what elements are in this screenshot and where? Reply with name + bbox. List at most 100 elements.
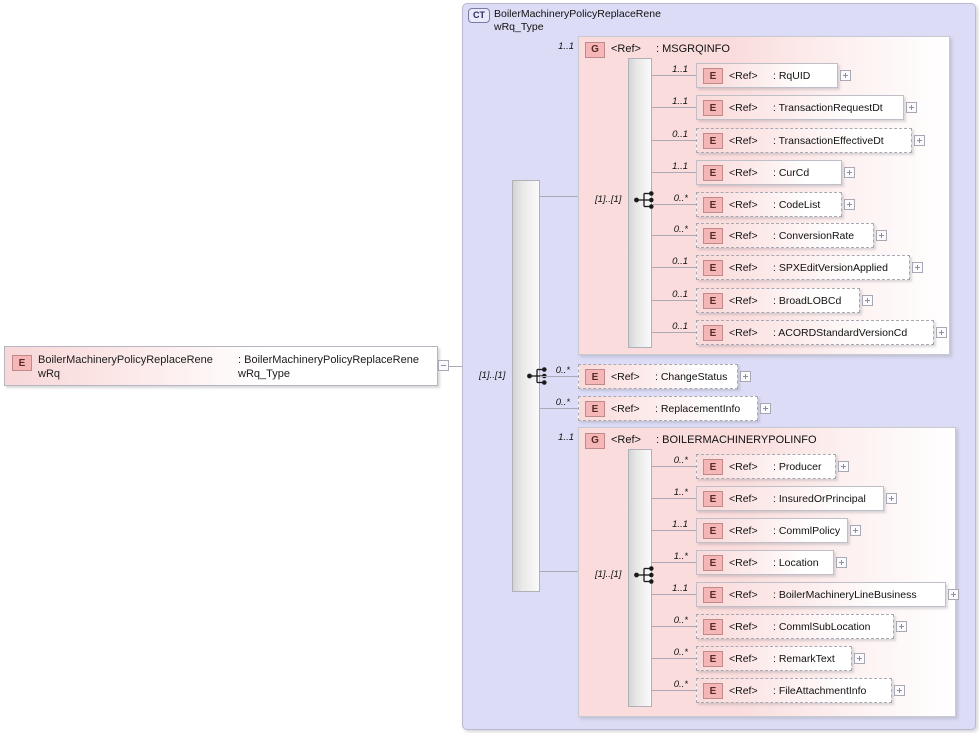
element-row[interactable]: E<Ref>: ConversionRate	[696, 223, 874, 248]
element-name-label: : BoilerMachineryLineBusiness	[773, 589, 917, 601]
element-row[interactable]: E<Ref>: BoilerMachineryLineBusiness	[696, 582, 946, 607]
element-row[interactable]: E<Ref>: TransactionEffectiveDt	[696, 128, 912, 153]
element-row[interactable]: E<Ref>: RemarkText	[696, 646, 852, 671]
group-ref-label: <Ref>	[611, 434, 641, 446]
element-expand-icon[interactable]	[760, 403, 771, 414]
element-cardinality: 0..*	[673, 224, 688, 235]
complextype-title: BoilerMachineryPolicyReplaceRene wRq_Typ…	[494, 8, 661, 33]
element-row[interactable]: E<Ref>: Producer	[696, 454, 836, 479]
element-type-icon: E	[703, 325, 723, 341]
root-collapse-icon[interactable]	[438, 360, 449, 371]
element-name-label: : ReplacementInfo	[655, 403, 741, 415]
element-cardinality: 0..1	[672, 256, 688, 267]
element-name-label: : RqUID	[773, 70, 811, 82]
element-cardinality: 1..1	[672, 161, 688, 172]
root-sequence-cardinality: [1]..[1]	[479, 370, 506, 381]
element-cardinality: 1..1	[672, 583, 688, 594]
element-row[interactable]: E<Ref>: ChangeStatus	[578, 364, 738, 389]
element-expand-icon[interactable]	[906, 102, 917, 113]
element-ref-label: <Ref>	[729, 327, 758, 339]
element-expand-icon[interactable]	[862, 295, 873, 306]
element-type-icon: E	[12, 355, 32, 371]
element-type-icon: E	[703, 491, 723, 507]
element-row[interactable]: E<Ref>: CurCd	[696, 160, 842, 185]
element-name-label: : RemarkText	[773, 653, 835, 665]
element-ref-label: <Ref>	[729, 557, 758, 569]
element-ref-label: <Ref>	[729, 461, 758, 473]
element-cardinality: 0..1	[672, 289, 688, 300]
main-branch-to-polinfo	[540, 571, 578, 572]
element-cardinality: 1..*	[673, 551, 688, 562]
element-ref-label: <Ref>	[729, 525, 758, 537]
element-expand-icon[interactable]	[914, 135, 925, 146]
element-type-icon: E	[703, 587, 723, 603]
element-row[interactable]: E<Ref>: CommlSubLocation	[696, 614, 894, 639]
element-expand-icon[interactable]	[844, 167, 855, 178]
branch-line	[652, 332, 696, 333]
element-expand-icon[interactable]	[740, 371, 751, 382]
main-sequence-compositor-icon	[527, 367, 547, 385]
element-row[interactable]: E<Ref>: CommlPolicy	[696, 518, 848, 543]
element-row[interactable]: E<Ref>: Location	[696, 550, 834, 575]
element-name-label: : ChangeStatus	[655, 371, 728, 383]
branch-line	[652, 267, 696, 268]
element-expand-icon[interactable]	[948, 589, 959, 600]
element-name-label: : CurCd	[773, 167, 810, 179]
root-element-type: : BoilerMachineryPolicyReplaceRene wRq_T…	[238, 354, 419, 380]
element-type-icon: E	[703, 651, 723, 667]
element-expand-icon[interactable]	[896, 621, 907, 632]
branch-line	[652, 466, 696, 467]
element-cardinality: 0..1	[672, 321, 688, 332]
element-expand-icon[interactable]	[838, 461, 849, 472]
element-row[interactable]: E<Ref>: InsuredOrPrincipal	[696, 486, 884, 511]
element-expand-icon[interactable]	[840, 70, 851, 81]
element-cardinality: 0..*	[673, 679, 688, 690]
element-row[interactable]: E <Ref> : ACORDStandardVersionCd	[696, 320, 934, 345]
element-ref-label: <Ref>	[611, 403, 640, 415]
root-to-container-line	[449, 366, 463, 367]
element-row[interactable]: E<Ref>: FileAttachmentInfo	[696, 678, 892, 703]
branch-line	[652, 562, 696, 563]
element-row[interactable]: E<Ref>: SPXEditVersionApplied	[696, 255, 910, 280]
complextype-icon: CT	[468, 8, 490, 23]
main-sequence-bar	[512, 180, 540, 592]
element-expand-icon[interactable]	[836, 557, 847, 568]
element-name-label: : Location	[773, 557, 819, 569]
branch-line	[652, 107, 696, 108]
element-row[interactable]: E<Ref>: TransactionRequestDt	[696, 95, 904, 120]
element-expand-icon[interactable]	[894, 685, 905, 696]
element-expand-icon[interactable]	[876, 230, 887, 241]
element-cardinality: 0..*	[673, 193, 688, 204]
element-name-label: : Producer	[773, 461, 822, 473]
group-boilermachinerypolinfo-sequence-icon	[634, 566, 654, 584]
group-boilermachinerypolinfo-sequence-bar	[628, 449, 652, 707]
branch-line	[652, 594, 696, 595]
element-type-icon: E	[585, 369, 605, 385]
element-expand-icon[interactable]	[854, 653, 865, 664]
element-expand-icon[interactable]	[936, 327, 947, 338]
element-expand-icon[interactable]	[886, 493, 897, 504]
element-name-label: : TransactionEffectiveDt	[773, 135, 884, 147]
element-row[interactable]: E<Ref>: RqUID	[696, 63, 838, 88]
element-ref-label: <Ref>	[729, 295, 758, 307]
branch-line	[652, 300, 696, 301]
element-name-label: : SPXEditVersionApplied	[773, 262, 888, 274]
group-ref-label: <Ref>	[611, 43, 641, 55]
element-expand-icon[interactable]	[912, 262, 923, 273]
element-row[interactable]: E <Ref> : ReplacementInfo	[578, 396, 758, 421]
element-cardinality: 0..*	[673, 615, 688, 626]
element-ref-label: <Ref>	[729, 685, 758, 697]
element-expand-icon[interactable]	[844, 199, 855, 210]
element-type-icon: E	[703, 228, 723, 244]
element-ref-label: <Ref>	[729, 262, 758, 274]
element-name-label: : ACORDStandardVersionCd	[773, 327, 908, 339]
element-row[interactable]: E<Ref>: BroadLOBCd	[696, 288, 860, 313]
branch-line	[540, 376, 578, 377]
element-type-icon: E	[585, 401, 605, 417]
element-name-label: : TransactionRequestDt	[773, 102, 883, 114]
element-row[interactable]: E<Ref>: CodeList	[696, 192, 842, 217]
element-expand-icon[interactable]	[850, 525, 861, 536]
group-name-label: : BOILERMACHINERYPOLINFO	[656, 434, 817, 446]
